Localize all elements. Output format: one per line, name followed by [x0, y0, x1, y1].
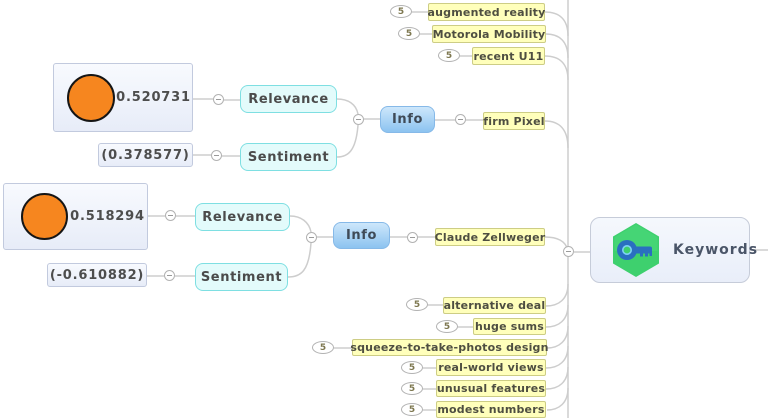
relevance-value-node[interactable]: 0.520731	[53, 63, 193, 132]
keyword-node-claude-zellweger[interactable]: Claude Zellweger	[435, 228, 545, 246]
sentiment-node[interactable]: Sentiment	[240, 143, 337, 171]
keyword-node-recent-u11[interactable]: recent U11	[472, 47, 545, 65]
sentiment-node[interactable]: Sentiment	[195, 263, 288, 291]
collapsed-count-badge[interactable]: 5	[401, 403, 423, 416]
root-label: Keywords	[673, 242, 759, 258]
relevance-value: 0.520731	[116, 90, 191, 105]
collapsed-count-badge[interactable]: 5	[312, 341, 334, 354]
relevance-marker-circle	[67, 73, 115, 122]
info-node[interactable]: Info	[380, 106, 435, 133]
keyword-node-firm-pixel[interactable]: firm Pixel	[483, 112, 545, 130]
relevance-value-node[interactable]: 0.518294	[3, 183, 148, 250]
keyword-node-motorola-mobility[interactable]: Motorola Mobility	[432, 25, 546, 43]
relevance-marker-circle	[21, 193, 68, 240]
relevance-value: 0.518294	[70, 209, 145, 224]
keyword-node-huge-sums[interactable]: huge sums	[473, 318, 546, 335]
info-node[interactable]: Info	[333, 222, 390, 249]
collapsed-count-badge[interactable]: 5	[438, 49, 460, 62]
sentiment-value-node[interactable]: (-0.610882)	[47, 263, 147, 287]
keyword-node-alternative-deal[interactable]: alternative deal	[443, 297, 546, 314]
keyword-node-modest-numbers[interactable]: modest numbers	[436, 401, 546, 418]
sentiment-value: (0.378577)	[101, 147, 190, 163]
keyword-node-augmented-reality[interactable]: augmented reality	[428, 3, 545, 21]
collapse-button[interactable]	[164, 270, 175, 281]
root-node-keywords[interactable]: Keywords	[590, 217, 757, 283]
collapse-button[interactable]	[407, 232, 418, 243]
keyword-node-real-world-views[interactable]: real-world views	[436, 359, 546, 376]
relevance-node[interactable]: Relevance	[195, 203, 290, 231]
collapse-button[interactable]	[165, 210, 176, 221]
keyword-node-unusual-features[interactable]: unusual features	[436, 380, 546, 397]
sentiment-value: (-0.610882)	[49, 267, 145, 283]
keyword-node-squeeze-design[interactable]: squeeze-to-take-photos design	[350, 339, 549, 356]
sentiment-value-node[interactable]: (0.378577)	[98, 143, 193, 167]
collapse-button[interactable]	[213, 94, 224, 105]
collapsed-count-badge[interactable]: 5	[401, 361, 423, 374]
key-icon	[613, 223, 659, 277]
collapse-button[interactable]	[211, 150, 222, 161]
collapse-button[interactable]	[563, 246, 574, 257]
collapsed-count-badge[interactable]: 5	[401, 382, 423, 395]
collapsed-count-badge[interactable]: 5	[390, 5, 412, 18]
collapsed-count-badge[interactable]: 5	[406, 298, 428, 311]
collapsed-count-badge[interactable]: 5	[398, 27, 420, 40]
collapse-button[interactable]	[455, 114, 466, 125]
collapsed-count-badge[interactable]: 5	[436, 320, 458, 333]
relevance-node[interactable]: Relevance	[240, 85, 337, 113]
collapse-button[interactable]	[353, 114, 364, 125]
collapse-button[interactable]	[306, 232, 317, 243]
